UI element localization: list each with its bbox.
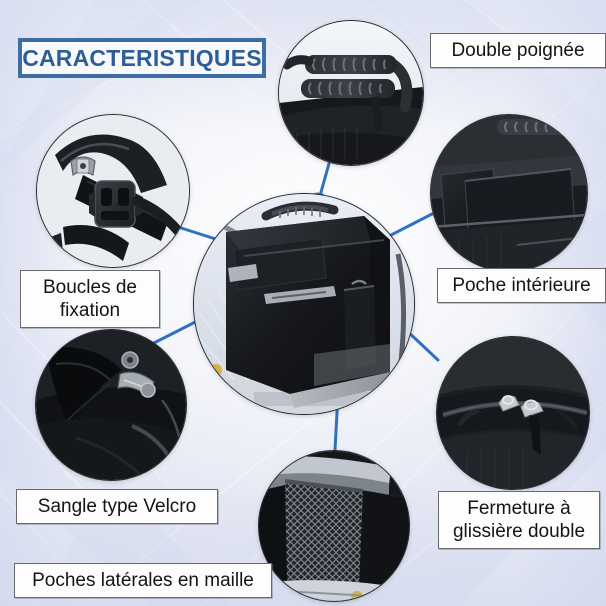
label-double-zipper[interactable]: Fermeture à glissière double — [438, 491, 600, 549]
page-title: CARACTERISTIQUES — [22, 44, 262, 71]
mounting-buckles-photo — [37, 115, 189, 267]
label-interior-pocket[interactable]: Poche intérieure — [437, 268, 606, 303]
double-zipper-photo — [437, 337, 589, 489]
bike-pannier-bag-photo — [194, 194, 414, 414]
mesh-side-pockets-photo — [259, 451, 409, 601]
photo-interior-pocket — [430, 114, 588, 272]
label-double-handle-text: Double poignée — [451, 40, 585, 61]
photo-mesh-side-pockets — [258, 450, 410, 602]
label-mounting-buckles-line1: Boucles de — [42, 277, 137, 298]
photo-main-product — [193, 193, 415, 415]
photo-double-handle — [278, 20, 424, 166]
label-mounting-buckles[interactable]: Boucles de fixation — [20, 270, 160, 328]
label-interior-pocket-text: Poche intérieure — [452, 275, 591, 296]
velcro-strap-photo — [36, 330, 186, 480]
label-mesh-side-pockets[interactable]: Poches latérales en maille — [14, 563, 272, 598]
label-double-zipper-line1: Fermeture à — [467, 498, 571, 519]
label-mounting-buckles-line2: fixation — [59, 300, 121, 321]
label-velcro-strap[interactable]: Sangle type Velcro — [16, 489, 218, 524]
photo-velcro-strap — [35, 329, 187, 481]
interior-pocket-photo — [431, 115, 587, 271]
page-title-box: CARACTERISTIQUES — [18, 38, 266, 78]
label-double-handle[interactable]: Double poignée — [430, 33, 606, 68]
label-double-zipper-line2: glissière double — [452, 521, 586, 542]
double-handle-photo — [279, 21, 423, 165]
label-velcro-strap-text: Sangle type Velcro — [37, 496, 197, 517]
photo-double-zipper — [436, 336, 590, 490]
label-mesh-side-pockets-text: Poches latérales en maille — [32, 570, 254, 591]
photo-mounting-buckles — [36, 114, 190, 268]
